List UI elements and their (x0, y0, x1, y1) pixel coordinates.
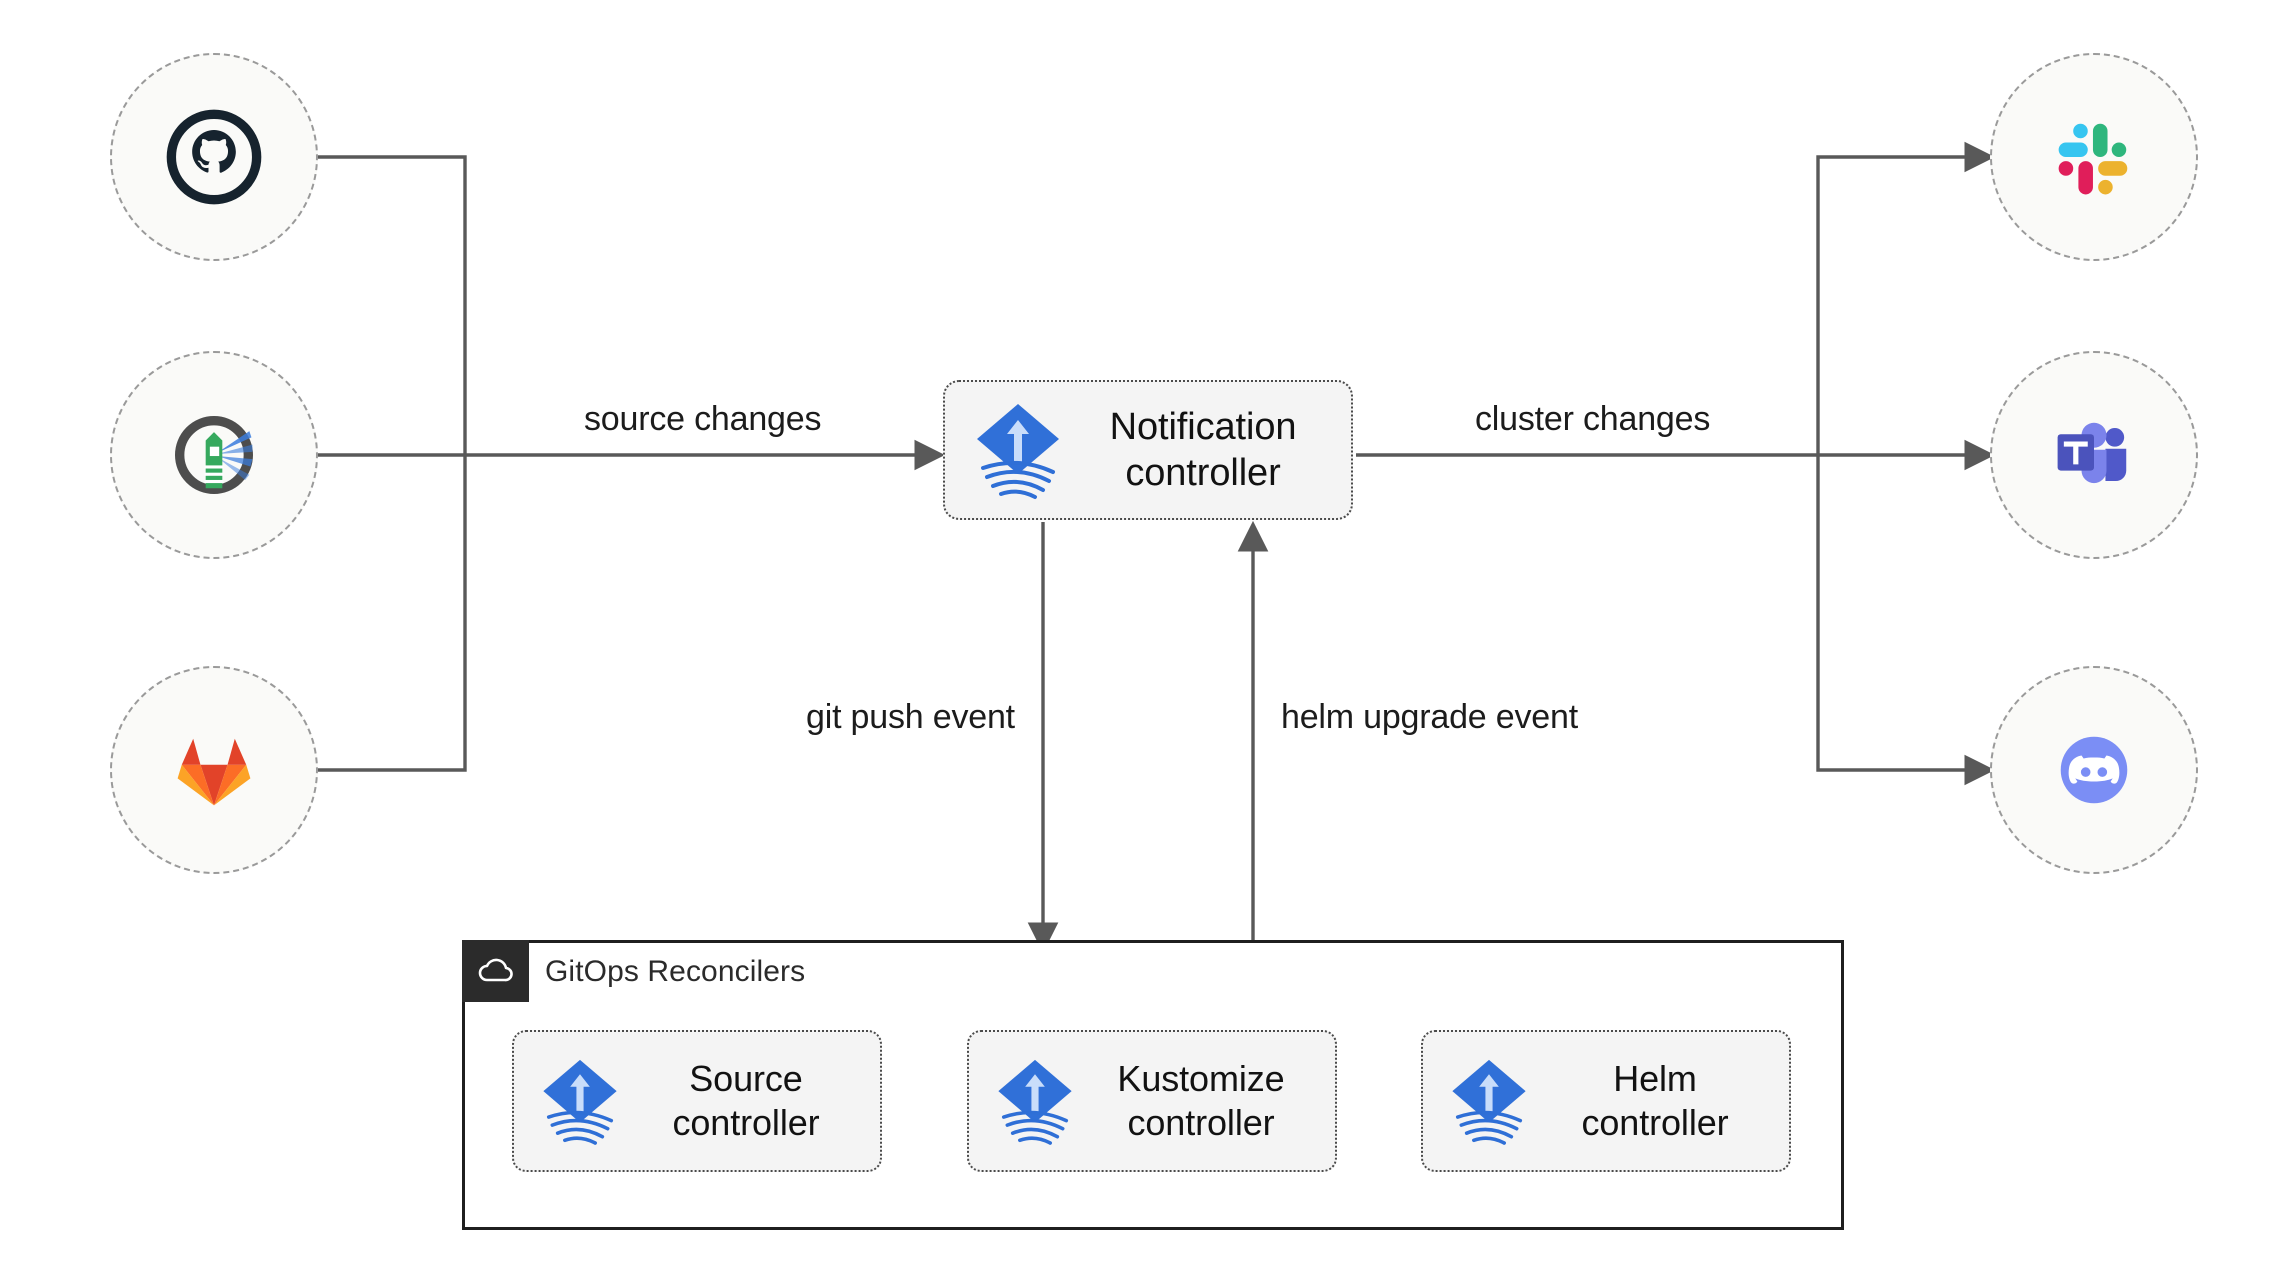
gitlab-icon (177, 738, 251, 806)
source-node-github[interactable] (110, 53, 318, 261)
source-controller-label: Source controller (672, 1058, 820, 1143)
cloud-icon (478, 958, 513, 982)
wire-bus-to-slack (1816, 141, 1996, 455)
target-node-discord[interactable] (1990, 666, 2198, 874)
source-controller-box[interactable]: Source controller (512, 1030, 882, 1172)
edge-label-git-push-event: git push event (806, 698, 1015, 736)
flux-controller-icon (998, 1059, 1072, 1145)
target-node-slack[interactable] (1990, 53, 2198, 261)
notification-controller-label: Notification controller (1109, 405, 1297, 494)
wire-gitlab-to-bus (318, 455, 467, 772)
kustomize-controller-box[interactable]: Kustomize controller (967, 1030, 1337, 1172)
source-node-flux[interactable] (110, 351, 318, 559)
edge-label-source-changes: source changes (584, 400, 822, 438)
source-node-gitlab[interactable] (110, 666, 318, 874)
helm-controller-label: Helm controller (1581, 1058, 1729, 1143)
flux-lighthouse-icon (175, 416, 253, 494)
edge-label-helm-upgrade-event: helm upgrade event (1281, 698, 1578, 736)
microsoft-teams-icon (2057, 422, 2127, 484)
flux-controller-icon (977, 404, 1059, 499)
target-node-teams[interactable] (1990, 351, 2198, 559)
gitops-reconcilers-tab (462, 940, 529, 1002)
helm-controller-box[interactable]: Helm controller (1421, 1030, 1791, 1172)
github-icon (166, 109, 262, 205)
kustomize-controller-label: Kustomize controller (1117, 1058, 1285, 1143)
discord-icon (2060, 736, 2128, 804)
wire-github-to-bus (318, 155, 467, 455)
notification-controller-box[interactable]: Notification controller (943, 380, 1353, 520)
wire-bus-to-discord (1816, 455, 1996, 786)
flux-controller-icon (1452, 1059, 1526, 1145)
flux-controller-icon (543, 1059, 617, 1145)
gitops-reconcilers-title: GitOps Reconcilers (545, 955, 806, 988)
edge-label-cluster-changes: cluster changes (1475, 400, 1711, 438)
slack-icon (2058, 123, 2128, 195)
